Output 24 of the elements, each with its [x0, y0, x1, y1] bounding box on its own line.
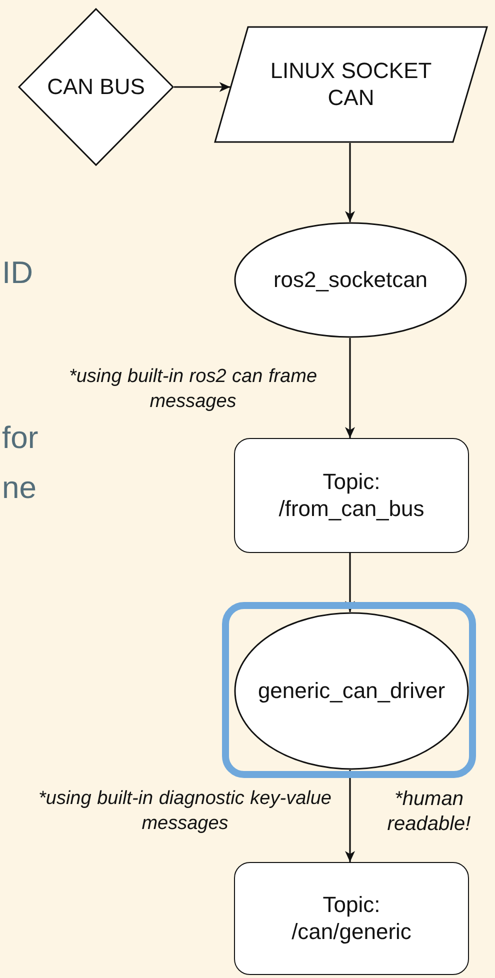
arrow	[174, 82, 230, 92]
note-text: *human readable!	[386, 787, 472, 837]
node-label: CAN BUS	[46, 74, 146, 100]
arrow	[345, 770, 355, 862]
slide-text-fragment: ID	[2, 255, 33, 291]
process-box	[234, 862, 469, 975]
process-ellipse	[234, 222, 467, 338]
edge-label: *using built-in ros2 can frame messages	[68, 365, 318, 414]
slide-text-fragment: for	[2, 420, 38, 456]
arrow	[345, 338, 355, 438]
node-label: ros2_socketcan	[272, 266, 429, 294]
arrow	[345, 143, 355, 222]
node-label: LINUX SOCKET CAN	[269, 58, 433, 111]
arrow	[345, 553, 355, 612]
process-ellipse	[234, 612, 469, 770]
edge-label: *using built-in diagnostic key-value messages	[38, 787, 332, 836]
node-label: generic_can_driver	[256, 678, 446, 704]
input-parallelogram	[214, 26, 488, 143]
process-box	[234, 438, 469, 553]
highlight-frame	[222, 602, 476, 778]
decision-diamond	[18, 8, 174, 166]
node-label: Topic: /can/generic	[290, 892, 412, 945]
node-label: Topic: /from_can_bus	[278, 469, 426, 522]
slide-text-fragment: ne	[2, 470, 36, 506]
